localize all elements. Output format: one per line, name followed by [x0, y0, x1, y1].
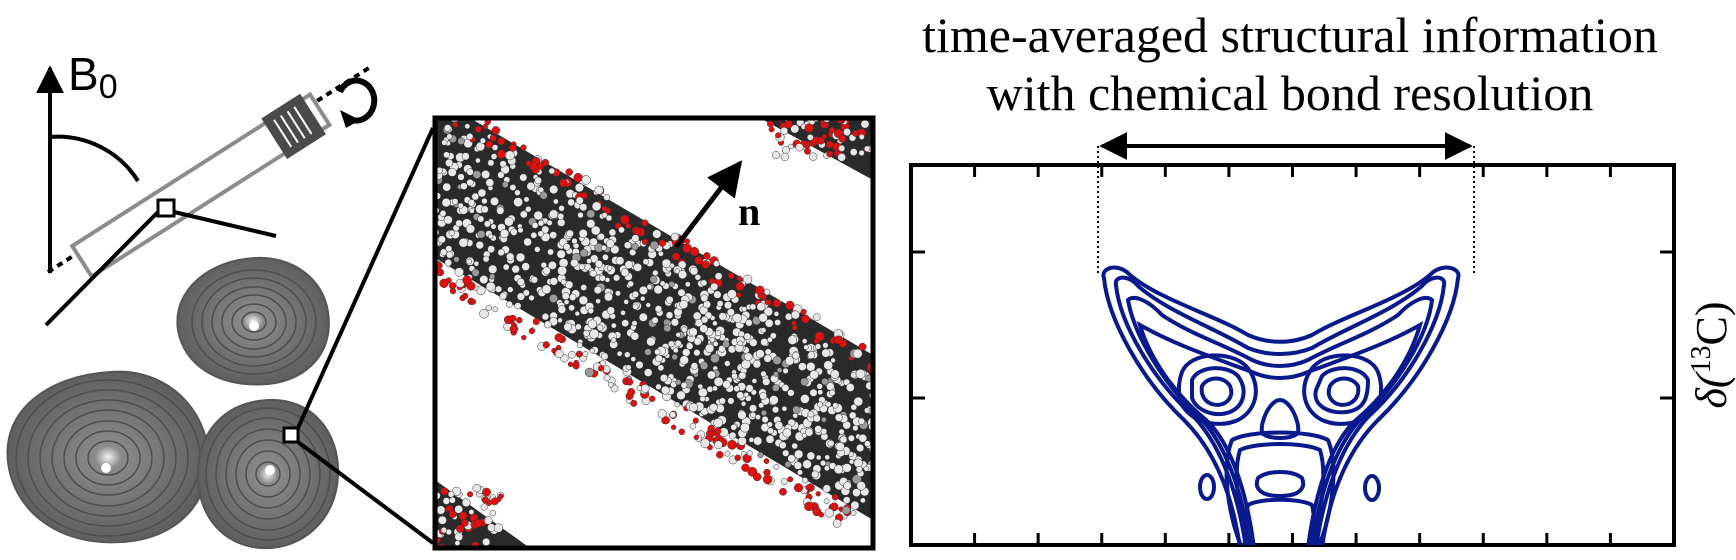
contour-plot [1101, 265, 1461, 545]
contour-line [1224, 430, 1336, 545]
figure-title: time-averaged structural information wit… [845, 6, 1735, 122]
contour-line [1199, 376, 1234, 408]
contour-line [1259, 397, 1301, 440]
contour-island [1363, 474, 1381, 502]
b0-label: B0 [68, 48, 118, 106]
contour-line [1302, 353, 1384, 426]
contour-line [1113, 275, 1447, 545]
contour-line [1125, 295, 1435, 545]
normal-arrow [674, 160, 743, 249]
disc-zoom-box [282, 426, 300, 444]
contour-line [1234, 442, 1326, 545]
title-line-2: with chemical bond resolution [986, 65, 1594, 121]
contour-line [1254, 470, 1306, 499]
membrane-snapshot: n [432, 115, 876, 551]
nmr-spectrum: δ(13C) [909, 132, 1736, 547]
membrane-frame [432, 115, 876, 551]
rotor-zoom-box [156, 198, 176, 218]
title-line-1: time-averaged structural information [922, 7, 1658, 63]
rotation-arrow-icon [337, 77, 378, 128]
normal-label: n [738, 189, 760, 234]
contour-line [1101, 265, 1461, 545]
contour-line [1244, 497, 1316, 545]
magic-angle-arc [49, 134, 140, 183]
contour-line [1313, 366, 1371, 415]
bicelle-discs [6, 127, 435, 550]
rotor [69, 91, 333, 280]
bicelle-disc [6, 370, 210, 544]
magnet-setup: B0 [36, 48, 378, 327]
bicelle-disc [176, 256, 330, 386]
contour-island [1198, 473, 1216, 501]
axis-ticks [911, 165, 1674, 545]
contour-line [1326, 376, 1361, 408]
contour-line [1176, 353, 1258, 426]
rotor-cap [261, 93, 326, 159]
shift-axis-label: δ(13C) [1686, 301, 1736, 408]
contour-line [1190, 366, 1246, 417]
bicelle-disc [196, 398, 340, 550]
